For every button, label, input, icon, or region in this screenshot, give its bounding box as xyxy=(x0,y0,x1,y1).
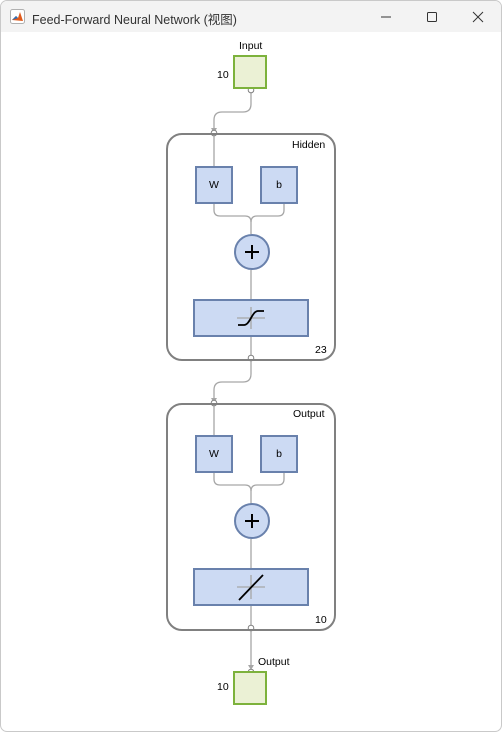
input-label: Input xyxy=(239,40,263,52)
input-size: 10 xyxy=(217,69,229,81)
connection-wires xyxy=(210,86,285,676)
output-size: 10 xyxy=(217,681,229,693)
hidden-bias-label: b xyxy=(276,179,282,191)
output-bias-block[interactable]: b xyxy=(260,435,298,473)
output-layer-block[interactable] xyxy=(166,403,336,631)
hidden-weight-block[interactable]: W xyxy=(195,166,233,204)
output-layer-title: Output xyxy=(293,408,325,420)
maximize-button[interactable] xyxy=(409,1,455,32)
output-label: Output xyxy=(258,656,290,668)
network-diagram: Input 10 Hidden W b 23 Output xyxy=(1,32,501,731)
hidden-bias-block[interactable]: b xyxy=(260,166,298,204)
output-bias-label: b xyxy=(276,448,282,460)
hidden-neuron-count: 23 xyxy=(315,344,327,356)
hidden-weight-label: W xyxy=(209,179,219,191)
linear-icon xyxy=(237,574,265,601)
output-weight-block[interactable]: W xyxy=(195,435,233,473)
output-weight-label: W xyxy=(209,448,219,460)
minimize-button[interactable] xyxy=(363,1,409,32)
plus-icon xyxy=(245,514,259,528)
close-button[interactable] xyxy=(455,1,501,32)
hidden-transfer-block[interactable] xyxy=(193,299,309,337)
window-title: Feed-Forward Neural Network (视图) xyxy=(32,13,237,27)
minimize-icon xyxy=(381,16,391,17)
matlab-icon xyxy=(10,9,25,24)
maximize-icon xyxy=(427,11,437,22)
hidden-layer-block[interactable] xyxy=(166,133,336,361)
input-block[interactable] xyxy=(233,55,267,89)
title-bar[interactable]: Feed-Forward Neural Network (视图) xyxy=(1,1,501,32)
hidden-sum-block[interactable] xyxy=(234,234,270,270)
output-transfer-block[interactable] xyxy=(193,568,309,606)
plus-icon xyxy=(245,245,259,259)
output-neuron-count: 10 xyxy=(315,614,327,626)
output-block[interactable] xyxy=(233,671,267,705)
output-sum-block[interactable] xyxy=(234,503,270,539)
close-icon xyxy=(472,11,484,22)
sigmoid-icon xyxy=(237,307,265,329)
hidden-layer-title: Hidden xyxy=(292,139,326,151)
